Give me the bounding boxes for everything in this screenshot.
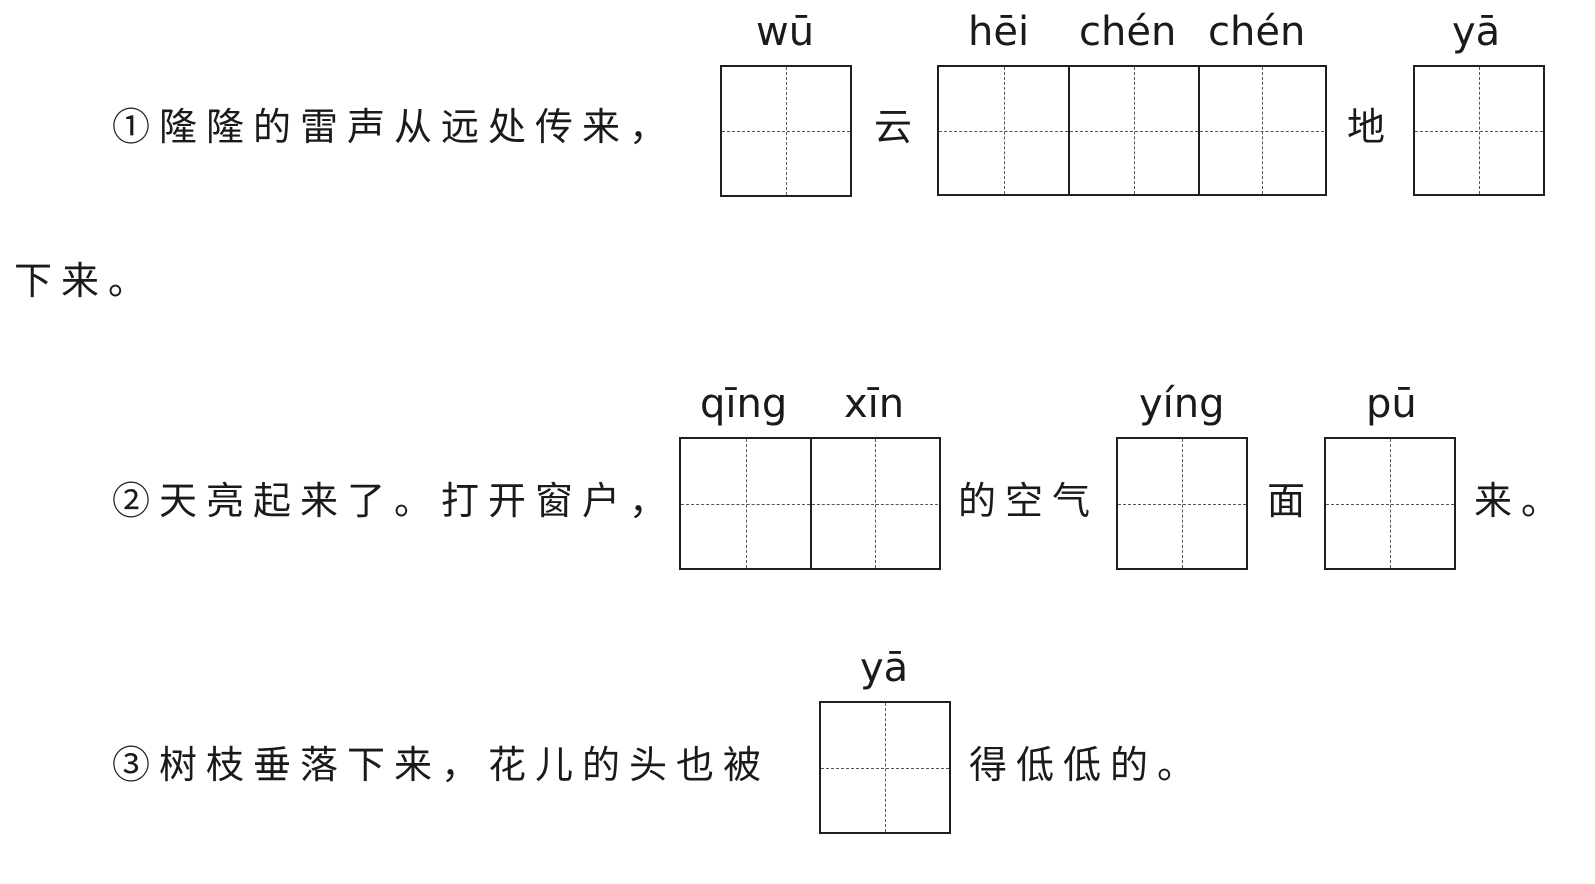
pinyin-chen-1: chén [1079, 9, 1177, 55]
pinyin-pu: pū [1366, 381, 1417, 427]
answer-box-qing-xin[interactable] [679, 437, 941, 570]
q1-continuation-text: 下来。 [14, 259, 156, 303]
q3-end-text: 得低低的。 [969, 743, 1205, 787]
pinyin-xin: xīn [844, 381, 905, 427]
q1-mid-text-di: 地 [1347, 105, 1395, 149]
pinyin-ya-1: yā [1452, 9, 1501, 55]
q1-prefix-text: ①隆隆的雷声从远处传来， [112, 105, 677, 149]
pinyin-ying: yíng [1139, 381, 1225, 427]
q2-mid-text-kongqi: 的空气 [958, 479, 1100, 523]
q3-prefix-text: ③树枝垂落下来，花儿的头也被 [112, 743, 771, 787]
q2-end-text: 来。 [1474, 479, 1569, 523]
pinyin-wu: wū [756, 9, 815, 55]
q2-prefix-text: ②天亮起来了。打开窗户， [112, 479, 677, 523]
answer-box-ying[interactable] [1116, 437, 1248, 570]
answer-box-ya-2[interactable] [819, 701, 951, 834]
answer-box-wu[interactable] [720, 65, 852, 197]
pinyin-hei: hēi [968, 9, 1030, 55]
pinyin-qing: qīng [700, 381, 788, 427]
answer-box-ya-1[interactable] [1413, 65, 1545, 196]
pinyin-chen-2: chén [1208, 9, 1306, 55]
pinyin-ya-2: yā [860, 645, 909, 691]
q1-mid-text-yun: 云 [874, 105, 922, 149]
answer-box-hei-chen-chen[interactable] [937, 65, 1327, 196]
q2-mid-text-mian: 面 [1267, 479, 1315, 523]
answer-box-pu[interactable] [1324, 437, 1456, 570]
